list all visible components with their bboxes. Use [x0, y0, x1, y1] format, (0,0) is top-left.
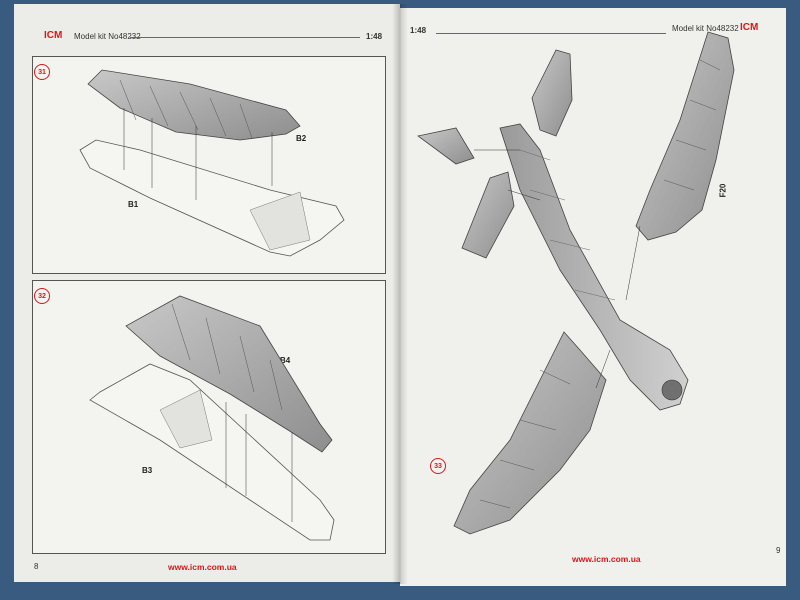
left-page-number: 8 [34, 562, 39, 571]
step-31-upper-wing [87, 69, 301, 141]
step-33-guide-lines [474, 149, 641, 389]
right-page-number: 9 [776, 546, 781, 555]
part-label-b3: B3 [142, 466, 153, 475]
left-footer-url: www.icm.com.ua [168, 562, 237, 572]
left-header-line [130, 37, 360, 38]
page-gutter [392, 4, 408, 584]
left-header-scale: 1:48 [366, 32, 383, 41]
icm-logo-right: ICM [740, 22, 759, 33]
step-31-guide-lines [123, 108, 273, 200]
step-33-horizontal-stabilizer-bottom [461, 171, 515, 259]
step-33-left-wing [453, 331, 607, 535]
part-label-b2: B2 [296, 134, 307, 143]
step-32-guide-lines [225, 402, 293, 522]
step-33-right-wing [635, 31, 735, 241]
left-header-kit-number: Model kit No48232 [74, 32, 141, 41]
right-header-kit-number: Model kit No48232 [672, 24, 739, 33]
step-33-vertical-stabilizer [531, 49, 573, 137]
part-label-b1: B1 [128, 200, 139, 209]
step-32-lower-wing [89, 363, 335, 541]
right-header-scale: 1:48 [410, 26, 427, 35]
part-label-b4: B4 [280, 356, 291, 365]
step-33-fuselage [499, 123, 689, 411]
step-31-lower-wing [79, 139, 345, 257]
step-32-number: 32 [34, 288, 50, 304]
step-33-horizontal-stabilizer-top [417, 127, 475, 165]
step-31-number: 31 [34, 64, 50, 80]
right-header-line [436, 33, 666, 34]
step-32-upper-wing [125, 295, 333, 453]
icm-logo-left: ICM [44, 30, 63, 41]
step-33-number: 33 [430, 458, 446, 474]
right-footer-url: www.icm.com.ua [572, 554, 641, 564]
